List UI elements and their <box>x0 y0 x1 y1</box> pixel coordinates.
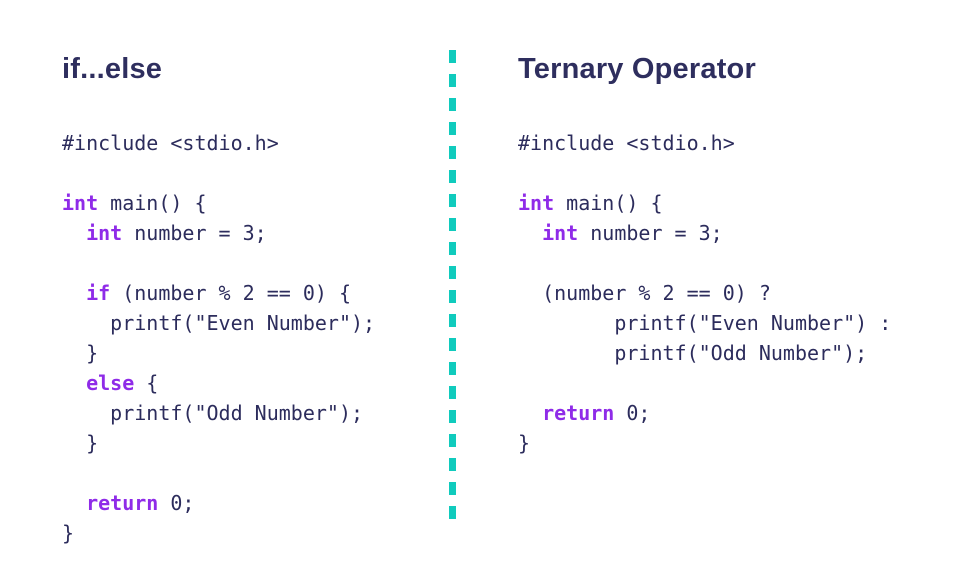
code-token: printf("Even Number") : <box>518 311 892 335</box>
code-line <box>518 368 891 398</box>
code-token: int <box>62 191 99 215</box>
code-line <box>518 158 891 188</box>
code-token: 0; <box>614 401 651 425</box>
code-token <box>518 221 542 245</box>
code-line: return 0; <box>518 398 891 428</box>
code-token: #include <stdio.h> <box>518 131 735 155</box>
code-token: } <box>62 341 99 365</box>
code-line: if (number % 2 == 0) { <box>62 278 375 308</box>
code-token: number = 3; <box>578 221 723 245</box>
code-line: printf("Odd Number"); <box>518 338 891 368</box>
code-line: } <box>518 428 891 458</box>
code-token: { <box>134 371 159 395</box>
code-token: printf("Odd Number"); <box>62 401 364 425</box>
code-token: (number % 2 == 0) { <box>110 281 352 305</box>
code-token: else <box>86 371 135 395</box>
code-token: main() { <box>98 191 207 215</box>
code-line <box>518 248 891 278</box>
code-token: return <box>542 401 615 425</box>
code-token <box>62 281 86 305</box>
code-line: (number % 2 == 0) ? <box>518 278 891 308</box>
code-token: (number % 2 == 0) ? <box>518 281 771 305</box>
code-line: else { <box>62 368 375 398</box>
dashed-divider <box>449 50 456 522</box>
code-line: return 0; <box>62 488 375 518</box>
code-token: int <box>86 221 123 245</box>
code-token <box>62 491 86 515</box>
code-line: int number = 3; <box>518 218 891 248</box>
code-line: int main() { <box>62 188 375 218</box>
code-line: } <box>62 338 375 368</box>
code-token: if <box>86 281 111 305</box>
code-token: } <box>62 521 75 545</box>
code-line: int number = 3; <box>62 218 375 248</box>
code-token: main() { <box>554 191 663 215</box>
code-token: number = 3; <box>122 221 267 245</box>
if-else-panel: if...else #include <stdio.h> int main() {… <box>62 53 432 545</box>
ternary-title: Ternary Operator <box>518 53 756 85</box>
code-line: printf("Even Number") : <box>518 308 891 338</box>
code-line <box>62 458 375 488</box>
code-token <box>518 401 542 425</box>
code-token: int <box>518 191 555 215</box>
code-line: int main() { <box>518 188 891 218</box>
code-line <box>62 158 375 188</box>
code-line: #include <stdio.h> <box>62 128 375 158</box>
code-token: int <box>542 221 579 245</box>
code-token: } <box>518 431 531 455</box>
code-token <box>62 371 86 395</box>
code-token <box>62 221 86 245</box>
if-else-code-block: #include <stdio.h> int main() { int numbe… <box>62 128 375 548</box>
code-token: 0; <box>158 491 195 515</box>
code-line: printf("Even Number"); <box>62 308 375 338</box>
if-else-title: if...else <box>62 53 163 85</box>
code-token: printf("Odd Number"); <box>518 341 868 365</box>
code-line: printf("Odd Number"); <box>62 398 375 428</box>
code-token: #include <stdio.h> <box>62 131 279 155</box>
code-token: } <box>62 431 99 455</box>
code-line: } <box>62 428 375 458</box>
code-line: #include <stdio.h> <box>518 128 891 158</box>
code-line <box>62 248 375 278</box>
ternary-panel: Ternary Operator #include <stdio.h> int m… <box>518 53 918 455</box>
ternary-code-block: #include <stdio.h> int main() { int numbe… <box>518 128 891 458</box>
code-line: } <box>62 518 375 548</box>
code-token: return <box>86 491 159 515</box>
code-token: printf("Even Number"); <box>62 311 376 335</box>
